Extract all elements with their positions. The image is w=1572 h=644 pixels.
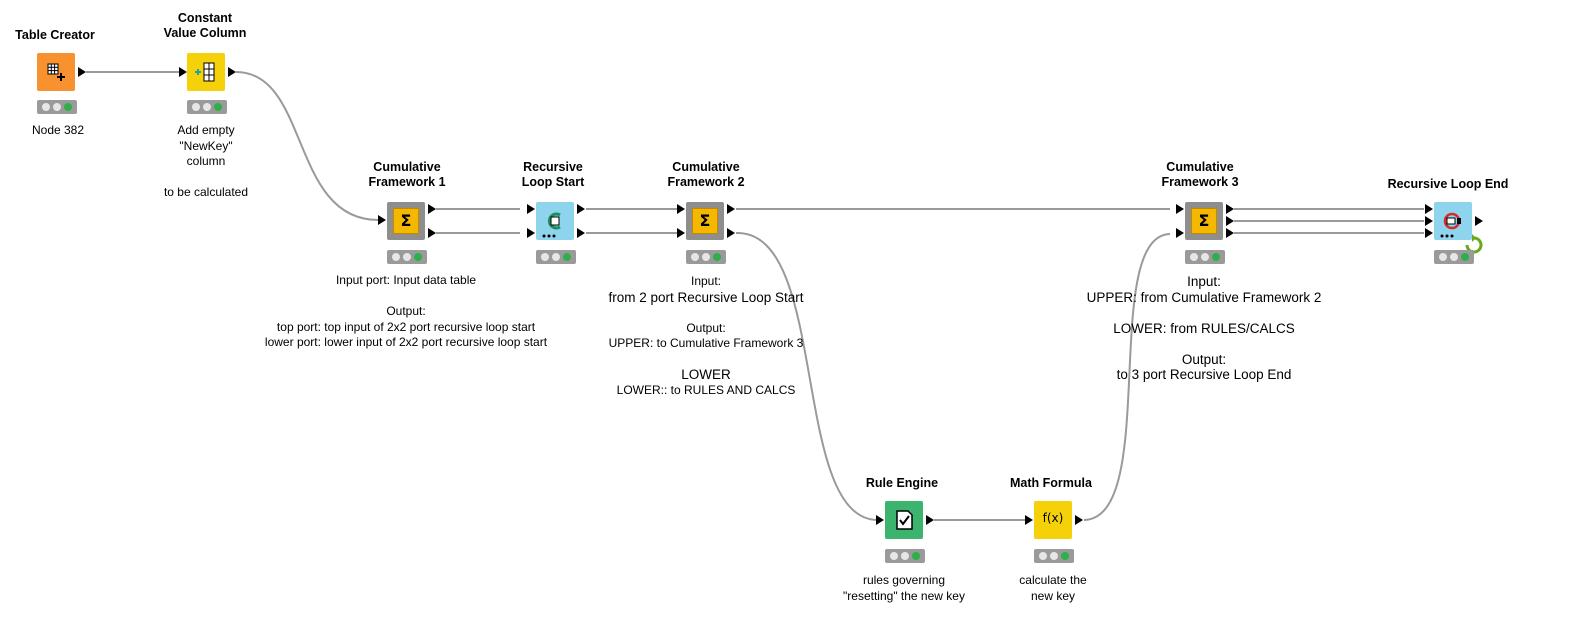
output-port-lower[interactable] bbox=[727, 228, 735, 238]
node-title-cumulative-framework-2: Cumulative Framework 2 bbox=[667, 160, 745, 189]
node-annotation-cumulative-framework-3: Input: UPPER: from Cumulative Framework … bbox=[1086, 274, 1322, 382]
node-title-constant-value-column: Constant Value Column bbox=[163, 11, 247, 40]
node-annotation-cumulative-framework-2: Input: from 2 port Recursive Loop Start … bbox=[608, 274, 804, 397]
input-port-lower[interactable] bbox=[677, 228, 685, 238]
output-port[interactable] bbox=[1475, 216, 1483, 226]
cumulative-framework-1-node[interactable]: Σ bbox=[387, 202, 425, 240]
connection-constant-value-to-cf1[interactable] bbox=[235, 71, 381, 222]
node-annotation-rule-engine: rules governing "resetting" the new key bbox=[843, 573, 965, 603]
input-port-upper[interactable] bbox=[527, 204, 535, 214]
recursive-loop-start-node[interactable] bbox=[536, 202, 574, 240]
sigma-icon: Σ bbox=[692, 208, 718, 234]
recursive-loop-end-node[interactable] bbox=[1434, 202, 1472, 240]
input-port-lower[interactable] bbox=[1176, 228, 1184, 238]
input-port-2[interactable] bbox=[1425, 216, 1433, 226]
output-port-3[interactable] bbox=[1226, 228, 1234, 238]
output-port-lower[interactable] bbox=[577, 228, 585, 238]
connection-math-formula-to-cf3-lower[interactable] bbox=[1083, 233, 1171, 521]
node-status-table-creator bbox=[37, 100, 77, 114]
sigma-icon: Σ bbox=[1191, 208, 1217, 234]
output-port-1[interactable] bbox=[1226, 204, 1234, 214]
output-port[interactable] bbox=[228, 67, 236, 77]
input-port[interactable] bbox=[1025, 515, 1033, 525]
node-status-math-formula bbox=[1034, 549, 1074, 563]
fx-icon: f(x) bbox=[1042, 511, 1064, 525]
node-status-cumulative-framework-1 bbox=[387, 250, 427, 264]
cumulative-framework-3-node[interactable]: Σ bbox=[1185, 202, 1223, 240]
connection-cf2-to-rule-engine[interactable] bbox=[735, 231, 879, 521]
loop-end-icon bbox=[1440, 212, 1461, 238]
constant-value-column-node[interactable] bbox=[187, 53, 225, 91]
output-port-upper[interactable] bbox=[727, 204, 735, 214]
node-status-cumulative-framework-2 bbox=[686, 250, 726, 264]
node-title-recursive-loop-start: Recursive Loop Start bbox=[521, 160, 585, 189]
input-port[interactable] bbox=[876, 515, 884, 525]
table-creator-node[interactable] bbox=[37, 53, 75, 91]
output-port[interactable] bbox=[78, 67, 86, 77]
node-status-constant-value-column bbox=[187, 100, 227, 114]
column-plus-icon bbox=[195, 62, 215, 82]
input-port[interactable] bbox=[179, 67, 187, 77]
node-annotation-table-creator: Node 382 bbox=[31, 123, 85, 137]
node-status-rule-engine bbox=[885, 549, 925, 563]
table-plus-icon bbox=[47, 63, 65, 81]
node-title-cumulative-framework-1: Cumulative Framework 1 bbox=[368, 160, 446, 189]
input-port-lower[interactable] bbox=[527, 228, 535, 238]
output-port-2[interactable] bbox=[1226, 216, 1234, 226]
node-status-recursive-loop-end bbox=[1434, 250, 1474, 264]
input-port-upper[interactable] bbox=[677, 204, 685, 214]
output-port[interactable] bbox=[926, 515, 934, 525]
input-port[interactable] bbox=[378, 215, 386, 225]
output-port-upper[interactable] bbox=[428, 204, 436, 214]
cumulative-framework-2-node[interactable]: Σ bbox=[686, 202, 724, 240]
node-title-rule-engine: Rule Engine bbox=[865, 476, 939, 490]
output-port[interactable] bbox=[1075, 515, 1083, 525]
output-port-lower[interactable] bbox=[428, 228, 436, 238]
node-status-recursive-loop-start bbox=[536, 250, 576, 264]
node-title-cumulative-framework-3: Cumulative Framework 3 bbox=[1161, 160, 1239, 189]
math-formula-node[interactable]: f(x) bbox=[1034, 501, 1072, 539]
loop-start-icon bbox=[542, 212, 561, 238]
input-port-3[interactable] bbox=[1425, 228, 1433, 238]
node-title-recursive-loop-end: Recursive Loop End bbox=[1387, 177, 1509, 191]
input-port-1[interactable] bbox=[1425, 204, 1433, 214]
node-title-table-creator: Table Creator bbox=[15, 28, 95, 42]
node-annotation-constant-value-column: Add empty "NewKey" column to be calculat… bbox=[163, 123, 249, 199]
checkbox-document-icon bbox=[896, 510, 913, 530]
node-annotation-math-formula: calculate the new key bbox=[1019, 573, 1087, 603]
rule-engine-node[interactable] bbox=[885, 501, 923, 539]
node-status-cumulative-framework-3 bbox=[1185, 250, 1225, 264]
node-annotation-cumulative-framework-1: Input port: Input data table Output: top… bbox=[264, 273, 548, 349]
node-title-math-formula: Math Formula bbox=[1010, 476, 1092, 490]
input-port-upper[interactable] bbox=[1176, 204, 1184, 214]
output-port-upper[interactable] bbox=[577, 204, 585, 214]
sigma-icon: Σ bbox=[393, 208, 419, 234]
loop-refresh-icon bbox=[1465, 234, 1483, 254]
